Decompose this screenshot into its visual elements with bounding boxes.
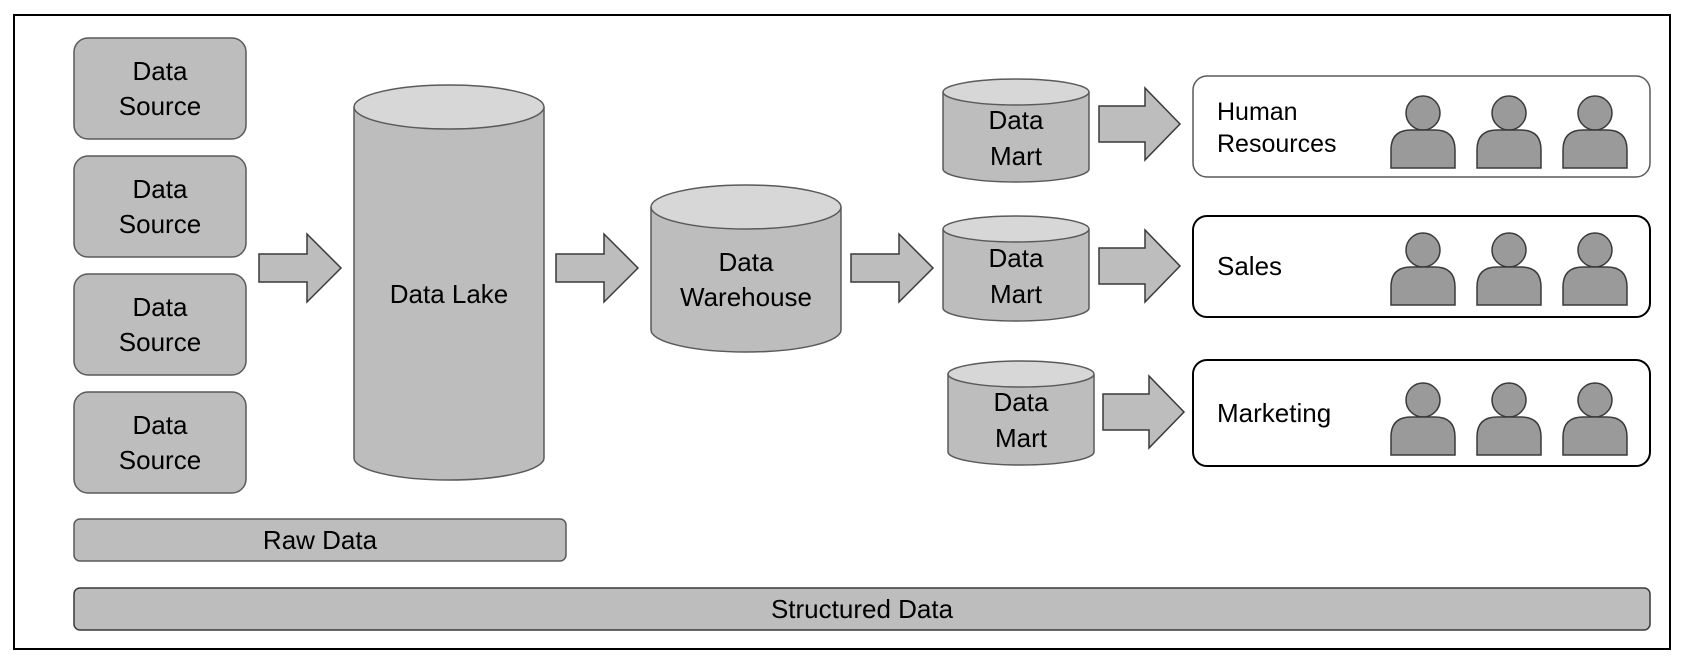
structured-data-bar: Structured Data <box>73 587 1651 631</box>
data-source-3: Data Source <box>73 273 247 376</box>
arrow-sources-to-lake <box>258 232 343 304</box>
data-source-1-line1: Data <box>133 56 188 86</box>
data-warehouse-line1: Data <box>719 247 774 277</box>
user-icon <box>1476 232 1542 306</box>
data-mart-2: Data Mart <box>942 215 1090 322</box>
data-mart-1-line2: Mart <box>990 141 1043 171</box>
user-icon <box>1476 95 1542 169</box>
user-icon <box>1390 232 1456 306</box>
data-source-3-line2: Source <box>119 327 201 357</box>
user-icon <box>1476 382 1542 456</box>
user-icon <box>1562 232 1628 306</box>
data-mart-1: Data Mart <box>942 78 1090 183</box>
data-mart-1-line1: Data <box>989 105 1044 135</box>
raw-data-label: Raw Data <box>263 525 378 555</box>
structured-data-label: Structured Data <box>771 594 954 624</box>
raw-data-bar: Raw Data <box>73 518 567 562</box>
user-icon <box>1562 382 1628 456</box>
data-lake-label: Data Lake <box>390 279 509 309</box>
user-icon <box>1390 95 1456 169</box>
data-mart-2-line1: Data <box>989 243 1044 273</box>
data-source-1: Data Source <box>73 37 247 140</box>
data-source-3-line1: Data <box>133 292 188 322</box>
department-sales-label: Sales <box>1217 251 1282 281</box>
department-hr-line2: Resources <box>1217 130 1337 158</box>
data-warehouse-cylinder: Data Warehouse <box>650 184 842 353</box>
user-icon <box>1562 95 1628 169</box>
data-source-2-line2: Source <box>119 209 201 239</box>
arrow-mart-to-marketing <box>1102 374 1186 450</box>
department-marketing-label: Marketing <box>1217 398 1331 428</box>
data-source-4-line2: Source <box>119 445 201 475</box>
data-source-4: Data Source <box>73 391 247 494</box>
data-lake-cylinder: Data Lake <box>353 84 545 481</box>
data-mart-3-line2: Mart <box>995 423 1048 453</box>
data-source-2-line1: Data <box>133 174 188 204</box>
data-source-4-line1: Data <box>133 410 188 440</box>
data-mart-3: Data Mart <box>947 360 1095 466</box>
arrow-warehouse-to-marts <box>850 232 935 304</box>
data-mart-3-line1: Data <box>994 387 1049 417</box>
arrow-lake-to-warehouse <box>555 232 640 304</box>
data-source-2: Data Source <box>73 155 247 258</box>
data-source-1-line2: Source <box>119 91 201 121</box>
user-icon <box>1390 382 1456 456</box>
arrow-mart-to-sales <box>1098 228 1182 304</box>
data-mart-2-line2: Mart <box>990 279 1043 309</box>
data-warehouse-line2: Warehouse <box>680 282 812 312</box>
arrow-mart-to-hr <box>1098 86 1182 162</box>
department-hr-line1: Human <box>1217 98 1298 126</box>
